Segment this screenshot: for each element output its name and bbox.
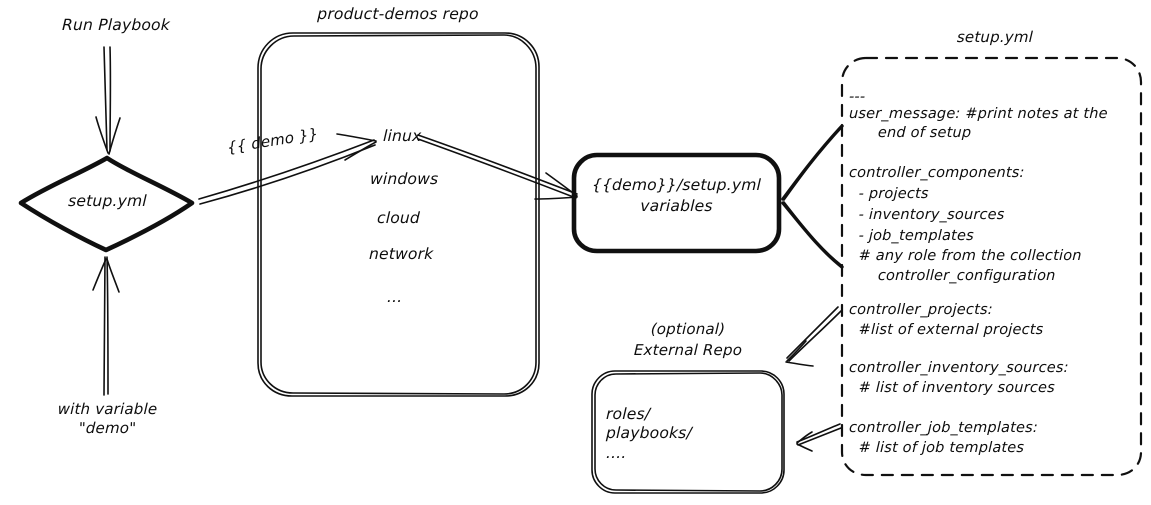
run-playbook-label: Run Playbook [61, 16, 171, 34]
arrow-job-templates-to-external-repo [796, 423, 842, 452]
external-repo-item-playbooks: playbooks/ [605, 424, 693, 442]
setup-yml-block-controller-components-line1: controller_components: [848, 165, 1025, 181]
with-variable-line1: with variable [57, 400, 158, 418]
setup-yml-block-controller-projects-line1: controller_projects: [848, 302, 994, 318]
variables-box-outline [571, 152, 782, 254]
repo-item-network: network [368, 245, 434, 263]
arrow-run-playbook [95, 46, 121, 155]
setup-yml-dashed-panel-outline [840, 56, 1143, 477]
repo-box-outline [257, 32, 540, 397]
setup-yml-block-controller-components-line6: controller_configuration [848, 268, 1056, 284]
arrow-demo-to-linux [198, 133, 377, 205]
repo-item-ellipsis: ... [386, 288, 403, 306]
setup-yml-block-controller-inventory-sources-line1: controller_inventory_sources: [848, 360, 1070, 376]
setup-yml-block-controller-projects-line2: #list of external projects [848, 322, 1044, 338]
setup-yml-block-user-message-line1: user_message: #print notes at the [848, 106, 1109, 122]
connector-setupyml-to-variables [781, 124, 844, 269]
repo-box-title: product-demos repo [317, 5, 480, 23]
external-repo-title-line1: (optional) [650, 320, 726, 338]
external-repo-box-outline [591, 370, 785, 494]
variables-box-line1: {{demo}}/setup.yml [591, 176, 762, 194]
setup-yml-panel-title: setup.yml [956, 28, 1034, 46]
repo-item-cloud: cloud [376, 209, 421, 227]
variables-box-line2: variables [640, 197, 714, 215]
setup-yml-block-controller-job-templates-line1: controller_job_templates: [848, 420, 1039, 436]
setup-yml-block-controller-components-line5: # any role from the collection [848, 248, 1082, 264]
external-repo-item-ellipsis: .... [605, 444, 627, 462]
decision-diamond-setup-yml [18, 155, 195, 253]
arrow-linux-to-variables [417, 134, 578, 200]
setup-yml-block-controller-components-line2: - projects [848, 186, 929, 202]
with-variable-line2: "demo" [78, 419, 137, 437]
setup-yml-block-controller-components-line3: - inventory_sources [848, 207, 1005, 223]
external-repo-title-line2: External Repo [633, 341, 743, 359]
setup-yml-block-user-message-line2: end of setup [848, 125, 972, 141]
decision-label-setup-yml: setup.yml [67, 192, 148, 210]
repo-item-windows: windows [369, 170, 439, 188]
setup-yml-block-controller-job-templates-line2: # list of job templates [848, 440, 1025, 456]
arrow-with-variable [92, 256, 120, 396]
external-repo-item-roles: roles/ [605, 405, 651, 423]
setup-yml-block-document-start: --- [848, 89, 866, 105]
setup-yml-block-controller-inventory-sources-line2: # list of inventory sources [848, 380, 1056, 396]
setup-yml-block-controller-components-line4: - job_templates [848, 228, 975, 244]
repo-item-linux: linux [382, 127, 422, 145]
arrow-projects-to-external-repo [785, 306, 842, 367]
